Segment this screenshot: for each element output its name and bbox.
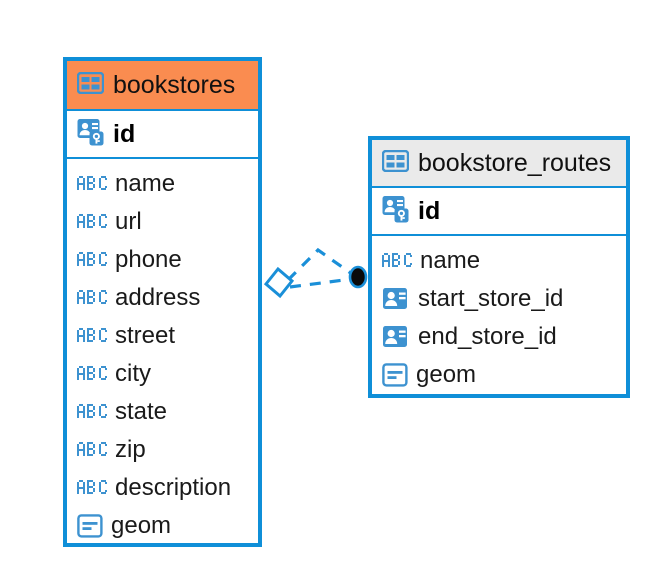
table-icon — [76, 71, 105, 99]
field-label: geom — [416, 361, 477, 388]
field-label: address — [115, 284, 201, 311]
abc-string-icon — [77, 176, 107, 190]
field-list-bookstores: name url — [67, 159, 258, 553]
relationship-line-upper — [286, 247, 353, 282]
field-row-zip[interactable]: zip — [77, 431, 248, 469]
field-row-url[interactable]: url — [77, 203, 248, 241]
entity-title: bookstore_routes — [418, 148, 612, 177]
table-icon — [381, 149, 410, 177]
primary-key-icon — [382, 195, 410, 228]
entity-bookstores[interactable]: bookstores id — [63, 57, 262, 547]
field-label: end_store_id — [418, 323, 557, 350]
field-row-geom[interactable]: geom — [77, 507, 248, 545]
abc-string-icon — [77, 214, 107, 228]
field-row-primary-key[interactable]: id — [372, 188, 626, 236]
field-row-street[interactable]: street — [77, 317, 248, 355]
field-row-city[interactable]: city — [77, 355, 248, 393]
entity-title: bookstores — [113, 70, 236, 99]
field-label: city — [115, 360, 151, 387]
field-label: url — [115, 208, 142, 235]
abc-string-icon — [77, 290, 107, 304]
foreign-key-icon — [383, 288, 407, 309]
field-label: street — [115, 322, 176, 349]
field-label-id: id — [113, 119, 136, 148]
field-row-end-store-id[interactable]: end_store_id — [382, 318, 616, 356]
field-row-state[interactable]: state — [77, 393, 248, 431]
hollow-diamond-marker — [263, 266, 295, 299]
field-row-start-store-id[interactable]: start_store_id — [382, 280, 616, 318]
field-row-primary-key[interactable]: id — [67, 111, 258, 159]
field-label: name — [420, 247, 481, 274]
field-label: zip — [115, 436, 146, 463]
abc-string-icon — [77, 480, 107, 494]
field-row-address[interactable]: address — [77, 279, 248, 317]
field-label: geom — [111, 512, 172, 539]
relationship-line-lower — [289, 277, 353, 289]
entity-header-bookstore-routes[interactable]: bookstore_routes — [372, 140, 626, 188]
abc-string-icon — [77, 442, 107, 456]
abc-string-icon — [77, 328, 107, 342]
entity-bookstore-routes[interactable]: bookstore_routes id — [368, 136, 630, 398]
geometry-icon — [382, 363, 408, 387]
abc-string-icon — [77, 404, 107, 418]
field-row-phone[interactable]: phone — [77, 241, 248, 279]
entity-header-bookstores[interactable]: bookstores — [67, 61, 258, 111]
foreign-key-icon — [383, 326, 407, 347]
field-row-name[interactable]: name — [382, 242, 616, 280]
field-row-description[interactable]: description — [77, 469, 248, 507]
abc-string-icon — [382, 253, 412, 267]
geometry-icon — [77, 514, 103, 538]
primary-key-icon — [77, 118, 105, 151]
field-label: start_store_id — [418, 285, 564, 312]
field-label-id: id — [418, 196, 441, 225]
abc-string-icon — [77, 252, 107, 266]
field-label: name — [115, 170, 176, 197]
field-row-name[interactable]: name — [77, 165, 248, 203]
filled-circle-marker — [348, 265, 368, 289]
field-row-geom[interactable]: geom — [382, 356, 616, 394]
field-label: description — [115, 474, 232, 501]
field-list-bookstore-routes: name start_store_id — [372, 236, 626, 402]
field-label: phone — [115, 246, 182, 273]
field-label: state — [115, 398, 168, 425]
abc-string-icon — [77, 366, 107, 380]
